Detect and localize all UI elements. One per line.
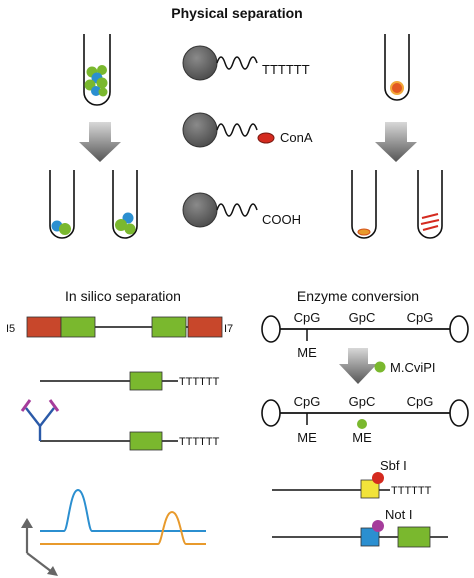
polyT-label-1: TTTTTT [179, 376, 220, 388]
polyT-label-sbf: TTTTTT [391, 485, 432, 497]
me-label-after-2: ME [352, 430, 372, 445]
dna-after [261, 399, 469, 429]
site-gpc-b: GpC [349, 394, 376, 409]
polyT-label-2: TTTTTT [179, 436, 220, 448]
bead-cooh-label: COOH [262, 212, 301, 227]
construct-not [272, 520, 448, 548]
in-silico-title: In silico separation [65, 288, 181, 304]
construct-polyT [40, 371, 178, 391]
bead-cona-label: ConA [280, 130, 313, 145]
me-label-after-1: ME [297, 430, 317, 445]
sbf-label: Sbf I [380, 458, 407, 473]
construct-full [26, 316, 223, 338]
construct-sbf [272, 472, 390, 499]
construct-antibody [20, 399, 178, 451]
bead-polyT-label: TTTTTT [262, 62, 310, 77]
enzyme-name-label: M.CviPI [390, 360, 436, 375]
down-arrow-left [79, 122, 121, 162]
down-arrow-right [375, 122, 417, 162]
site-cpg-1: CpG [294, 310, 321, 325]
down-arrow-enzyme [339, 348, 386, 384]
site-cpg-2b: CpG [407, 394, 434, 409]
bead-polyT [182, 45, 258, 81]
enzyme-conversion-title: Enzyme conversion [297, 288, 419, 304]
not-label: Not I [385, 507, 412, 522]
me-label-before: ME [297, 345, 317, 360]
tube-separated-1 [49, 170, 75, 239]
tube-separated-2 [112, 170, 138, 239]
tube-stripes [417, 170, 443, 239]
bead-cooh [182, 192, 258, 228]
dna-before [261, 315, 469, 343]
i7-label: I7 [224, 323, 233, 335]
bead-cona [182, 112, 275, 148]
axes-icon [21, 518, 58, 576]
tube-mixed [83, 34, 111, 106]
tube-pellet [351, 170, 377, 239]
i5-label: I5 [6, 323, 15, 335]
site-cpg-1b: CpG [294, 394, 321, 409]
physical-separation-title: Physical separation [171, 5, 303, 21]
site-gpc: GpC [349, 310, 376, 325]
signal-traces [40, 488, 206, 545]
site-cpg-2: CpG [407, 310, 434, 325]
tube-orange [384, 34, 410, 101]
